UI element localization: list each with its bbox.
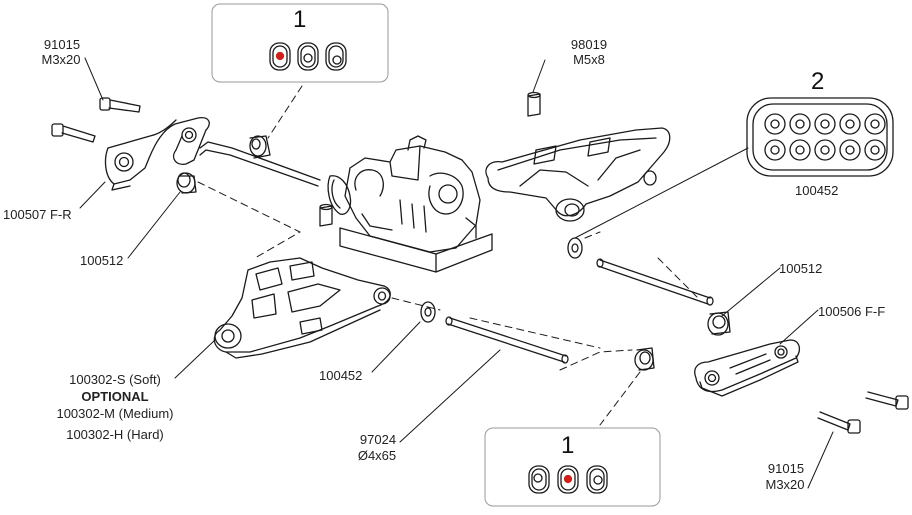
- bushing-right: [707, 311, 731, 336]
- label-bushing-right: 100512: [779, 261, 823, 276]
- label-screw-top-mid-size: M5x8: [573, 52, 605, 67]
- bushing-left: [176, 172, 197, 194]
- washer-left: [420, 301, 436, 323]
- hinge-pin-right: [596, 258, 714, 306]
- label-screw-top-left-size: M3x20: [41, 52, 81, 67]
- leader-lines: [79, 57, 834, 489]
- suspension-arm-lower: [213, 257, 391, 359]
- label-arm-optional: OPTIONAL: [81, 389, 149, 404]
- bushing-variant-set-top: [269, 42, 347, 71]
- label-washer: 100452: [319, 368, 363, 383]
- label-arm-medium: 100302-M (Medium): [56, 406, 174, 421]
- gearbox: [327, 135, 493, 273]
- highlight-dot-bottom: [563, 474, 573, 484]
- driveshaft: [199, 135, 321, 187]
- label-screw-bottom-right-size: M3x20: [765, 477, 805, 492]
- callout-number-bottom: 1: [561, 432, 575, 459]
- label-pin-part: 97024: [359, 432, 397, 447]
- label-screw-bottom-right-part: 91015: [767, 461, 805, 476]
- suspension-arm-upper: [485, 127, 671, 222]
- screw-m3x20-bottom-right: [817, 391, 909, 434]
- screw-m5x8-top: [319, 91, 541, 227]
- washer-sprue: [746, 97, 894, 177]
- callout-number-right: 2: [811, 68, 825, 95]
- label-hinge-left: 100507 F-R: [3, 207, 72, 222]
- label-hinge-right: 100506 F-F: [818, 304, 886, 319]
- washer-right: [567, 237, 583, 259]
- label-arm-hard: 100302-H (Hard): [66, 427, 164, 442]
- hinge-holder-right: [694, 339, 801, 397]
- label-washer-sprue: 100452: [795, 183, 839, 198]
- label-pin-size: Ø4x65: [357, 448, 397, 463]
- hinge-pin-97024: [445, 316, 569, 364]
- highlight-dot-top: [275, 51, 285, 61]
- callout-box-bottom: [484, 427, 661, 507]
- callout-number-top: 1: [293, 6, 307, 33]
- screw-m3x20-top-left: [51, 97, 141, 143]
- label-screw-top-left-part: 91015: [43, 37, 81, 52]
- label-screw-top-mid-part: 98019: [570, 37, 608, 52]
- label-arm-soft: 100302-S (Soft): [69, 372, 161, 387]
- bushing-variant-set-bottom: [528, 465, 608, 494]
- label-bushing-left: 100512: [80, 253, 124, 268]
- bushing-bottom: [634, 347, 655, 371]
- hinge-holder-left: [104, 117, 210, 191]
- assembly-lines: [197, 85, 701, 426]
- callout-box-top: [211, 3, 389, 83]
